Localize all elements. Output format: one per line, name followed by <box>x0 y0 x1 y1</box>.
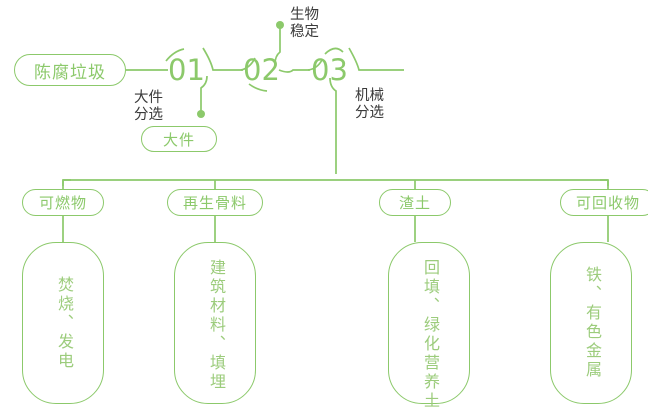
wire-01-to-bulky <box>200 75 208 112</box>
wire-03-trunk <box>329 77 337 174</box>
outcome-text-combustible: 焚烧、发电 <box>55 275 72 371</box>
outcome-text-recycled-aggregate: 建筑材料、填埋 <box>207 259 224 392</box>
arc-01-left <box>165 48 185 62</box>
bus-corner-right <box>600 179 609 186</box>
node-category-recycled-aggregate[interactable]: 再生骨料 <box>167 189 263 216</box>
stage-number-03[interactable]: 03 <box>311 53 348 87</box>
outcome-box-recycled-aggregate[interactable]: 建筑材料、填埋 <box>174 242 256 404</box>
stage-note-02: 生物 稳定 <box>290 7 319 40</box>
node-category-recyclable[interactable]: 可回收物 <box>560 189 648 216</box>
node-category-residue-soil[interactable]: 渣土 <box>379 189 451 216</box>
arc-02-right <box>278 69 310 73</box>
outcome-box-combustible[interactable]: 焚烧、发电 <box>22 242 104 404</box>
stage-note-03: 机械 分选 <box>355 88 384 121</box>
stage-number-02[interactable]: 02 <box>243 53 280 87</box>
arc-02-left <box>240 57 256 71</box>
stage-note-01: 大件 分选 <box>134 90 163 123</box>
arc-01-right <box>202 47 243 71</box>
outcome-text-residue-soil: 回填、绿化营养土 <box>421 259 438 411</box>
outcome-box-residue-soil[interactable]: 回填、绿化营养土 <box>388 242 470 411</box>
node-root-waste[interactable]: 陈腐垃圾 <box>14 54 126 86</box>
bus-corner-left <box>62 179 71 186</box>
dot-bulky-terminal <box>197 110 205 118</box>
node-category-combustible[interactable]: 可燃物 <box>22 189 104 216</box>
arc-02-curl <box>248 83 268 92</box>
outcome-text-recyclable: 铁、有色金属 <box>583 266 600 380</box>
arc-03-right <box>348 47 404 71</box>
arc-03-top <box>324 47 344 55</box>
dot-bio-terminal <box>276 21 284 29</box>
stage-number-01[interactable]: 01 <box>168 53 205 87</box>
wire-02-to-bio <box>274 26 281 65</box>
outcome-box-recyclable[interactable]: 铁、有色金属 <box>550 242 632 404</box>
arc-03-left <box>307 59 323 71</box>
node-side-output-bulky[interactable]: 大件 <box>141 126 217 152</box>
